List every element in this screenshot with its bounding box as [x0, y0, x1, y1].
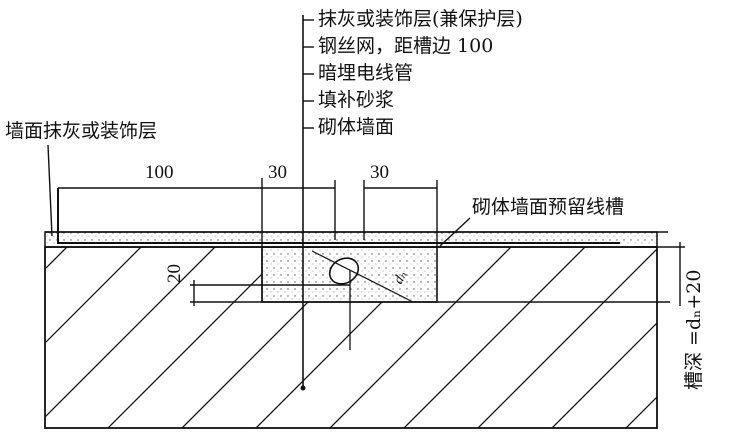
hatch-line	[317, 247, 519, 428]
dim-30-right: 30	[370, 162, 389, 183]
groove-depth-label: 槽深 =dₙ+20	[683, 269, 705, 390]
callout-masonry: 砌体墙面	[318, 116, 395, 138]
plaster-layer	[44, 231, 658, 248]
hatch-line	[45, 247, 75, 428]
hatch-line	[465, 247, 657, 428]
steel-mesh	[57, 188, 620, 244]
callout-conduit: 暗埋电线管	[318, 62, 414, 84]
dim-30-left: 30	[268, 162, 287, 183]
callout-steel-mesh: 钢丝网，距槽边 100	[318, 35, 494, 57]
left-plaster-label: 墙面抹灰或装饰层	[5, 120, 158, 142]
hatch-line	[45, 247, 149, 428]
hatch-line	[539, 247, 657, 428]
callout-mortar: 填补砂浆	[318, 89, 395, 111]
dim-20: 20	[164, 264, 185, 283]
hatch-line	[391, 247, 593, 428]
callout-plaster-layer: 抹灰或装饰层(兼保护层)	[318, 8, 523, 30]
groove-label: 砌体墙面预留线槽	[472, 196, 625, 218]
hatch-line	[45, 247, 223, 428]
dim-100: 100	[145, 162, 174, 183]
hatch-line	[613, 247, 657, 428]
